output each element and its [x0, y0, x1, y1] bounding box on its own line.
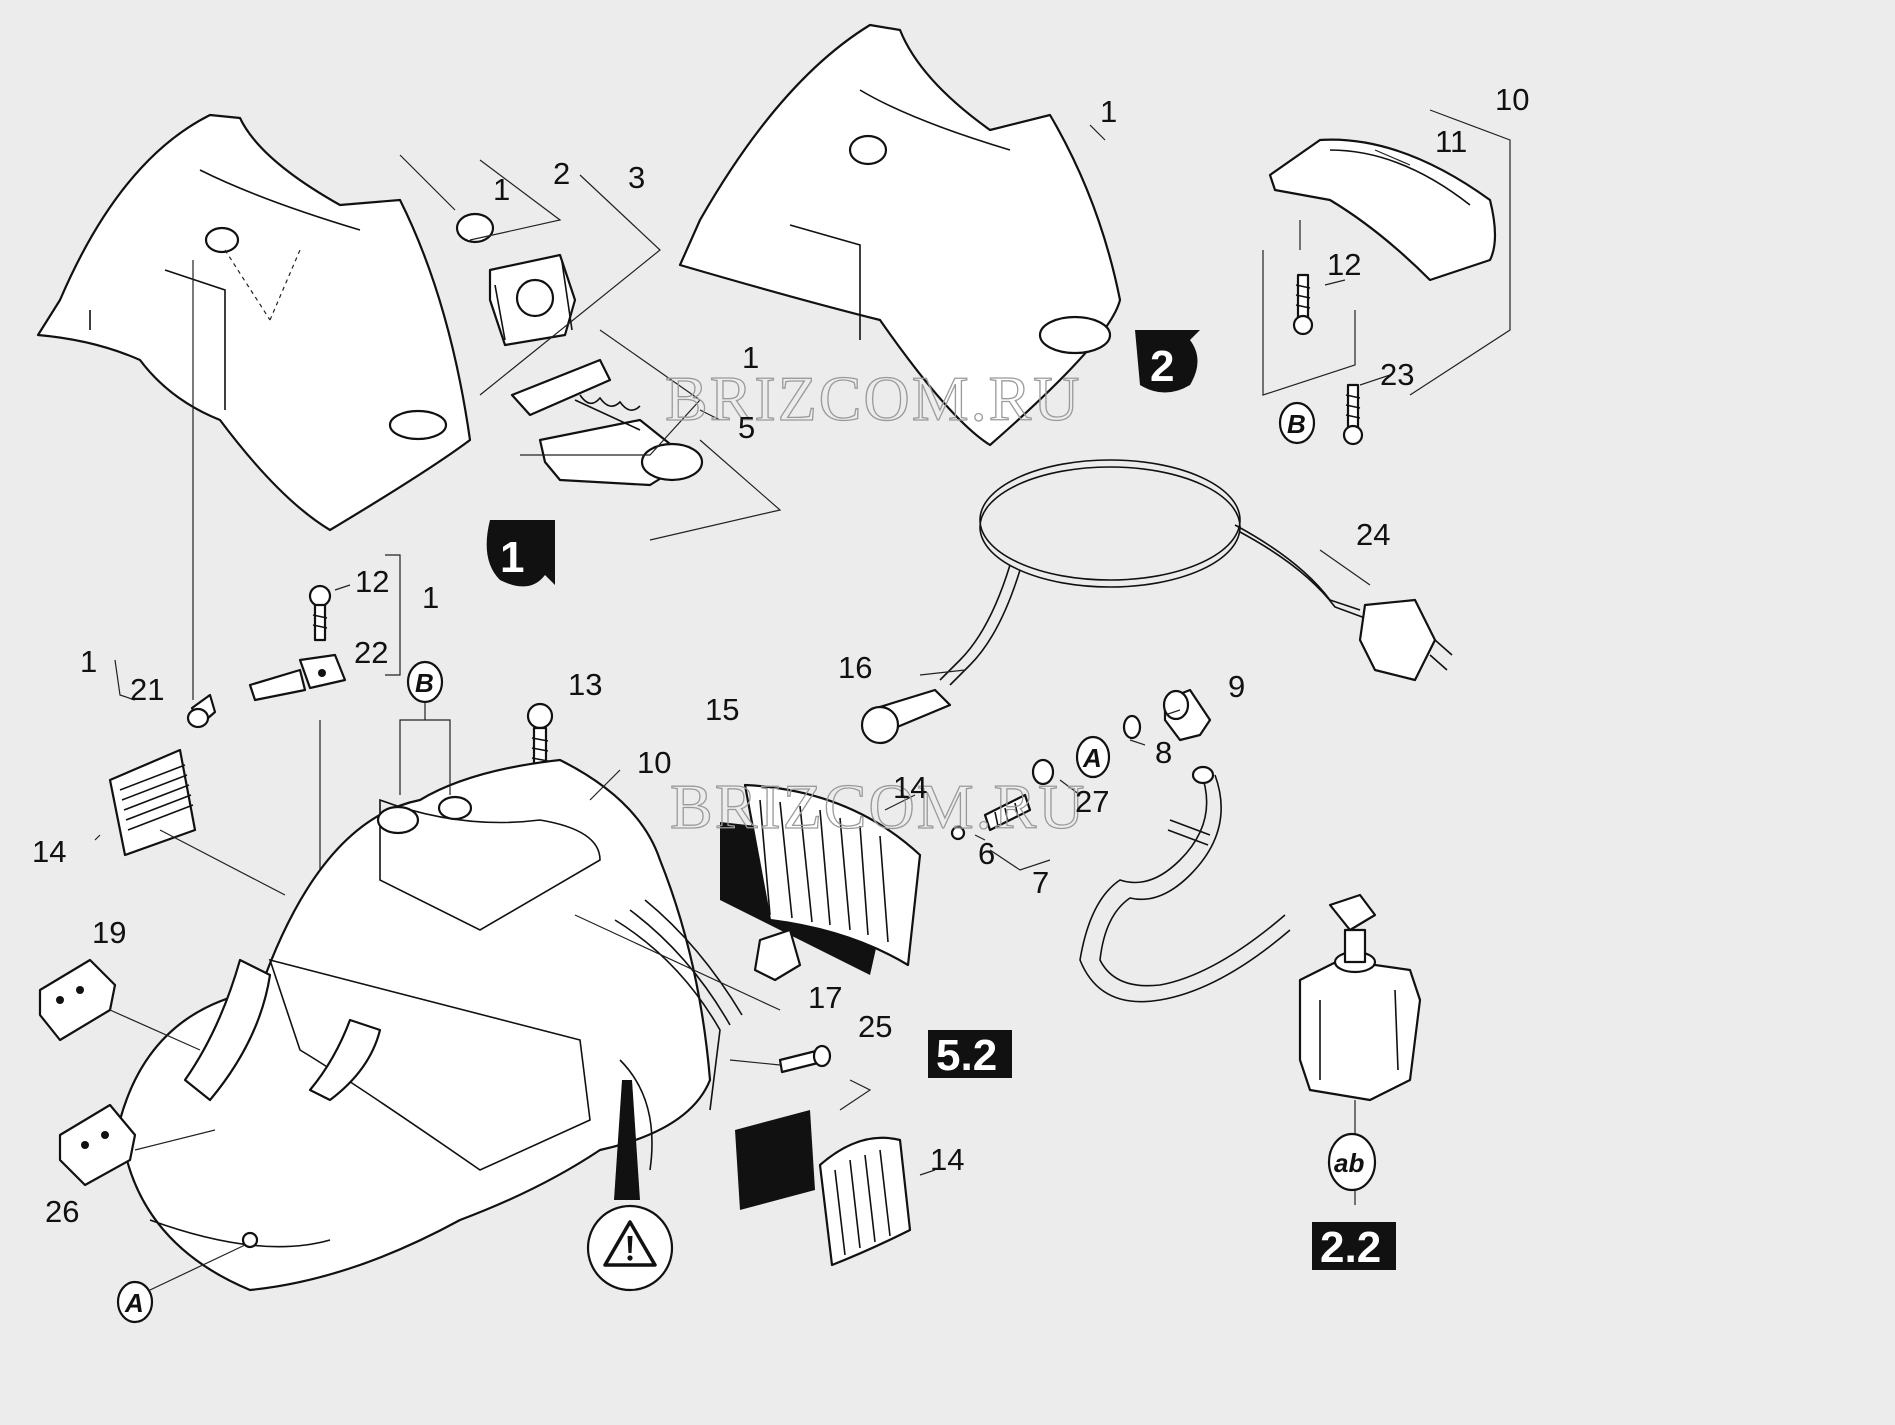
vent-grille-15 — [720, 783, 922, 975]
callout-1-screw-group: 1 — [422, 580, 439, 615]
screw-23 — [1342, 383, 1364, 446]
svg-text:1: 1 — [500, 533, 524, 582]
circle-ref-ab-pump: ab — [1327, 1132, 1377, 1192]
callout-19: 19 — [92, 915, 126, 950]
o-ring-6 — [950, 825, 966, 841]
svg-text:2: 2 — [1150, 342, 1174, 391]
pin-21 — [186, 668, 307, 729]
callout-1-hood-left: 3 — [628, 160, 645, 195]
svg-text:B: B — [415, 668, 434, 698]
side-panel-ribs — [614, 899, 743, 1111]
grille-14-bottom — [735, 1110, 912, 1267]
watermark-top: BRIZCOM.RU — [665, 363, 1082, 434]
screw-12-top — [1292, 273, 1314, 336]
callout-3: 2 — [553, 156, 570, 191]
o-ring-8 — [1122, 714, 1142, 740]
callout-14-grille: 14 — [893, 770, 927, 805]
hood-right — [678, 23, 1122, 447]
callout-5: 5 — [738, 410, 755, 445]
screw-12-left — [308, 584, 332, 642]
callout-1-hood-right: 1 — [1100, 94, 1117, 129]
badge-group-1: 1 — [486, 520, 555, 587]
svg-text:ab: ab — [1334, 1148, 1364, 1178]
warning-triangle-icon — [586, 1080, 674, 1292]
circle-ref-a-fitting: A — [1075, 735, 1111, 779]
callout-12-top: 12 — [1327, 247, 1361, 282]
callout-2: 1 — [493, 172, 510, 207]
badge-group-2: 2 — [1135, 330, 1200, 393]
callout-21: 21 — [130, 672, 164, 707]
hood-left — [36, 113, 472, 532]
hose — [1079, 765, 1291, 1003]
cover-part-11 — [1268, 138, 1497, 282]
callout-9: 9 — [1228, 669, 1245, 704]
callout-6: 6 — [978, 836, 995, 871]
callout-1-latch: 1 — [742, 340, 759, 375]
callout-1-pin-group: 1 — [80, 644, 97, 679]
circle-ref-b-top: B — [1278, 401, 1316, 445]
svg-text:5.2: 5.2 — [936, 1031, 997, 1080]
callout-27: 27 — [1075, 784, 1109, 819]
callout-12-left: 12 — [355, 564, 389, 599]
svg-text:2.2: 2.2 — [1320, 1223, 1381, 1272]
callout-25: 25 — [858, 1009, 892, 1044]
badge-ref-2-2: 2.2 — [1312, 1222, 1396, 1272]
callout-17: 17 — [808, 980, 842, 1015]
cord-sleeve-16 — [860, 688, 952, 745]
callout-8: 8 — [1155, 735, 1172, 770]
switch-26 — [58, 1103, 137, 1187]
power-cord-24 — [939, 459, 1453, 686]
callout-24: 24 — [1356, 517, 1390, 552]
grille-14-left — [108, 748, 197, 857]
watermark-middle: BRIZCOM.RU — [670, 771, 1087, 842]
switch-19 — [38, 958, 117, 1042]
washer-27 — [1031, 758, 1055, 786]
valve-fitting-7 — [983, 793, 1032, 832]
callout-10-top: 10 — [1495, 82, 1529, 117]
callout-14-bottom: 14 — [930, 1142, 964, 1177]
callout-23: 23 — [1380, 357, 1414, 392]
callout-7: 7 — [1032, 865, 1049, 900]
callout-11: 11 — [1435, 124, 1467, 159]
callout-16: 16 — [838, 650, 872, 685]
switch-part-3 — [488, 253, 577, 347]
callout-10-base: 10 — [637, 745, 671, 780]
elbow-fitting-9 — [1162, 688, 1212, 742]
callout-13: 13 — [568, 667, 602, 702]
callout-numbers: 1 2 3 1 1 5 1 10 11 12 23 24 12 1 22 21 … — [32, 82, 1529, 1229]
badge-ref-5-2: 5.2 — [928, 1030, 1012, 1080]
circle-ref-a-base: A — [116, 1280, 154, 1324]
screw-25 — [778, 1044, 832, 1074]
clamp-22 — [298, 653, 347, 690]
callout-26: 26 — [45, 1194, 79, 1229]
svg-text:A: A — [124, 1288, 144, 1318]
knob-part-2 — [455, 212, 495, 244]
svg-text:A: A — [1082, 743, 1102, 773]
callout-15: 15 — [705, 692, 739, 727]
callout-22: 22 — [354, 635, 388, 670]
circle-ref-b-base: B — [406, 660, 444, 704]
latch-assembly — [510, 358, 704, 487]
pump — [1298, 893, 1422, 1102]
callout-14-left: 14 — [32, 834, 66, 869]
base-housing — [118, 758, 712, 1292]
clip-17 — [753, 928, 802, 982]
svg-text:B: B — [1287, 409, 1306, 439]
leader-lines — [94, 109, 1511, 1291]
screw-13 — [526, 702, 554, 767]
